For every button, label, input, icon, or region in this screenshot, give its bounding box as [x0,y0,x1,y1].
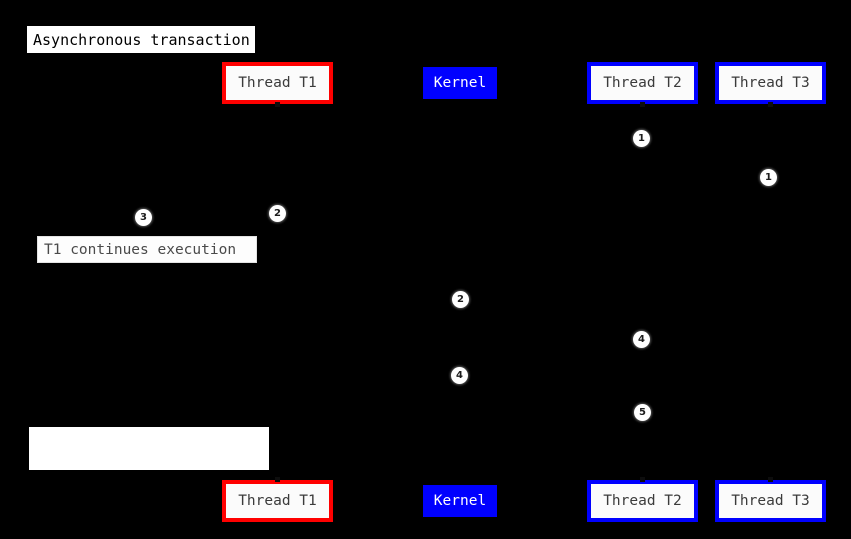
participant-label: Kernel [433,75,487,91]
participant-label: Thread T3 [731,75,810,91]
participant-thread-t3[interactable]: Thread T3 [715,62,826,104]
lifeline-stub-icon [768,102,773,107]
badge-2-t1: 2 [269,205,286,222]
participant-thread-t2[interactable]: Thread T2 [587,480,698,522]
lifeline-stub-icon [768,477,773,482]
note-label: T1 continues execution [44,241,237,258]
lifeline-stub-icon [275,477,280,482]
diagram-title-label: Asynchronous transaction [33,30,250,49]
badge-1-t2: 1 [633,130,650,147]
participant-label: Thread T1 [238,75,317,91]
badge-4-t2: 4 [633,331,650,348]
badge-1-t3: 1 [760,169,777,186]
participant-label: Thread T2 [603,493,682,509]
participant-thread-t1[interactable]: Thread T1 [222,480,333,522]
badge-2-kernel: 2 [452,291,469,308]
participant-label: Thread T2 [603,75,682,91]
note-t1-continues[interactable]: T1 continues execution [37,236,257,263]
participant-label: Thread T1 [238,493,317,509]
lifeline-stub-icon [640,477,645,482]
participant-thread-t1[interactable]: Thread T1 [222,62,333,104]
participant-thread-t3[interactable]: Thread T3 [715,480,826,522]
lifeline-stub-icon [275,102,280,107]
badge-4-kernel: 4 [451,367,468,384]
participant-kernel[interactable]: Kernel [423,67,497,99]
badge-3-t1: 3 [135,209,152,226]
participant-thread-t2[interactable]: Thread T2 [587,62,698,104]
participant-label: Kernel [433,493,487,509]
lifeline-stub-icon [640,102,645,107]
participant-label: Thread T3 [731,493,810,509]
diagram-title-banner: Asynchronous transaction [27,26,255,53]
participant-kernel[interactable]: Kernel [423,485,497,517]
blank-note[interactable] [29,427,269,470]
badge-5-t2: 5 [634,404,651,421]
